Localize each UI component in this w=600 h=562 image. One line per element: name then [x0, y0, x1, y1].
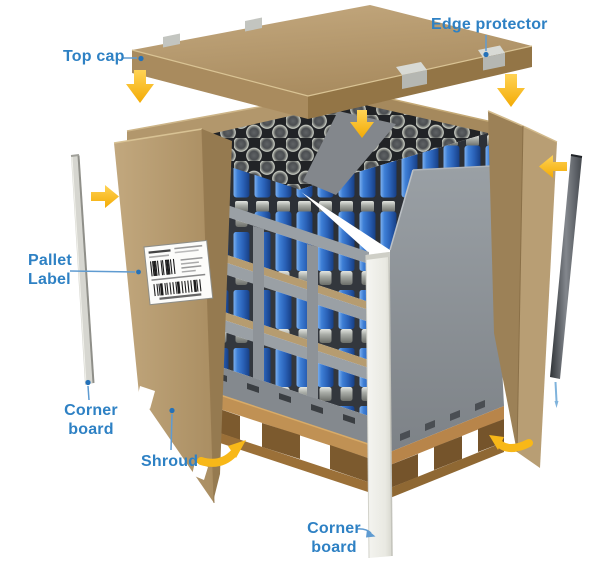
- leader-corner-right: [554, 381, 558, 402]
- callout-corner-board-left: Corner board: [53, 401, 129, 439]
- pallet-label-sticker: [143, 239, 214, 306]
- callout-corner-board-left-line1: Corner: [64, 402, 118, 419]
- edge-protector-clip: [163, 33, 180, 48]
- callout-corner-board-bottom-line2: board: [311, 539, 357, 556]
- down-arrow-icon: [350, 110, 374, 138]
- shroud-left-panel: [113, 128, 232, 504]
- assembly-arrows: [91, 70, 567, 467]
- leader-shroud: [170, 413, 173, 451]
- top-cap-board: [131, 5, 533, 119]
- callout-corner-board-bottom-line1: Corner: [307, 520, 361, 537]
- edge-protector-clip: [245, 17, 262, 32]
- shroud-notch: [192, 462, 208, 480]
- corner-board-left-strip: [70, 154, 95, 385]
- corner-board-right: [550, 154, 583, 408]
- shroud-right-panel: [487, 110, 558, 468]
- leader-corner-board-left: [87, 385, 90, 401]
- wooden-pallet: [204, 389, 504, 498]
- leader-lines: [69, 35, 487, 534]
- callout-top-cap-text: Top cap: [63, 48, 125, 65]
- callout-corner-board-left-line2: board: [68, 421, 114, 438]
- tray-shelf-face: [203, 197, 369, 444]
- right-arrow-icon: [91, 185, 119, 208]
- tray-side-wall: [389, 165, 504, 452]
- callout-shroud: Shroud: [141, 452, 198, 471]
- tray-divider: [307, 244, 318, 399]
- tray-divider: [253, 226, 264, 381]
- callout-edge-protector: Edge protector: [431, 15, 548, 34]
- callout-pallet-label-line1: Pallet: [28, 252, 72, 269]
- left-arrow-icon: [539, 155, 567, 178]
- callout-top-cap: Top cap: [63, 47, 125, 66]
- edge-protector-clip: [396, 62, 427, 89]
- base-vents: [400, 400, 485, 441]
- bottle-caps-top-layer: [160, 102, 492, 253]
- curved-arrow-icon: [197, 440, 246, 467]
- curved-arrow-icon: [489, 435, 533, 452]
- leader-dots: [85, 51, 489, 538]
- tray-valley: [303, 111, 396, 195]
- callout-shroud-text: Shroud: [141, 453, 199, 470]
- callout-pallet-label-line2: Label: [28, 271, 71, 288]
- tray-base: [203, 361, 369, 444]
- leader-pallet-label: [69, 270, 136, 273]
- down-arrow-icon: [497, 74, 525, 107]
- callout-edge-protector-text: Edge protector: [431, 16, 548, 33]
- corner-board-front: [365, 251, 393, 559]
- shroud-notch: [136, 386, 155, 409]
- down-arrow-icon: [126, 70, 154, 103]
- callout-corner-board-bottom: Corner board: [296, 519, 372, 557]
- callout-pallet-label: Pallet Label: [28, 251, 72, 289]
